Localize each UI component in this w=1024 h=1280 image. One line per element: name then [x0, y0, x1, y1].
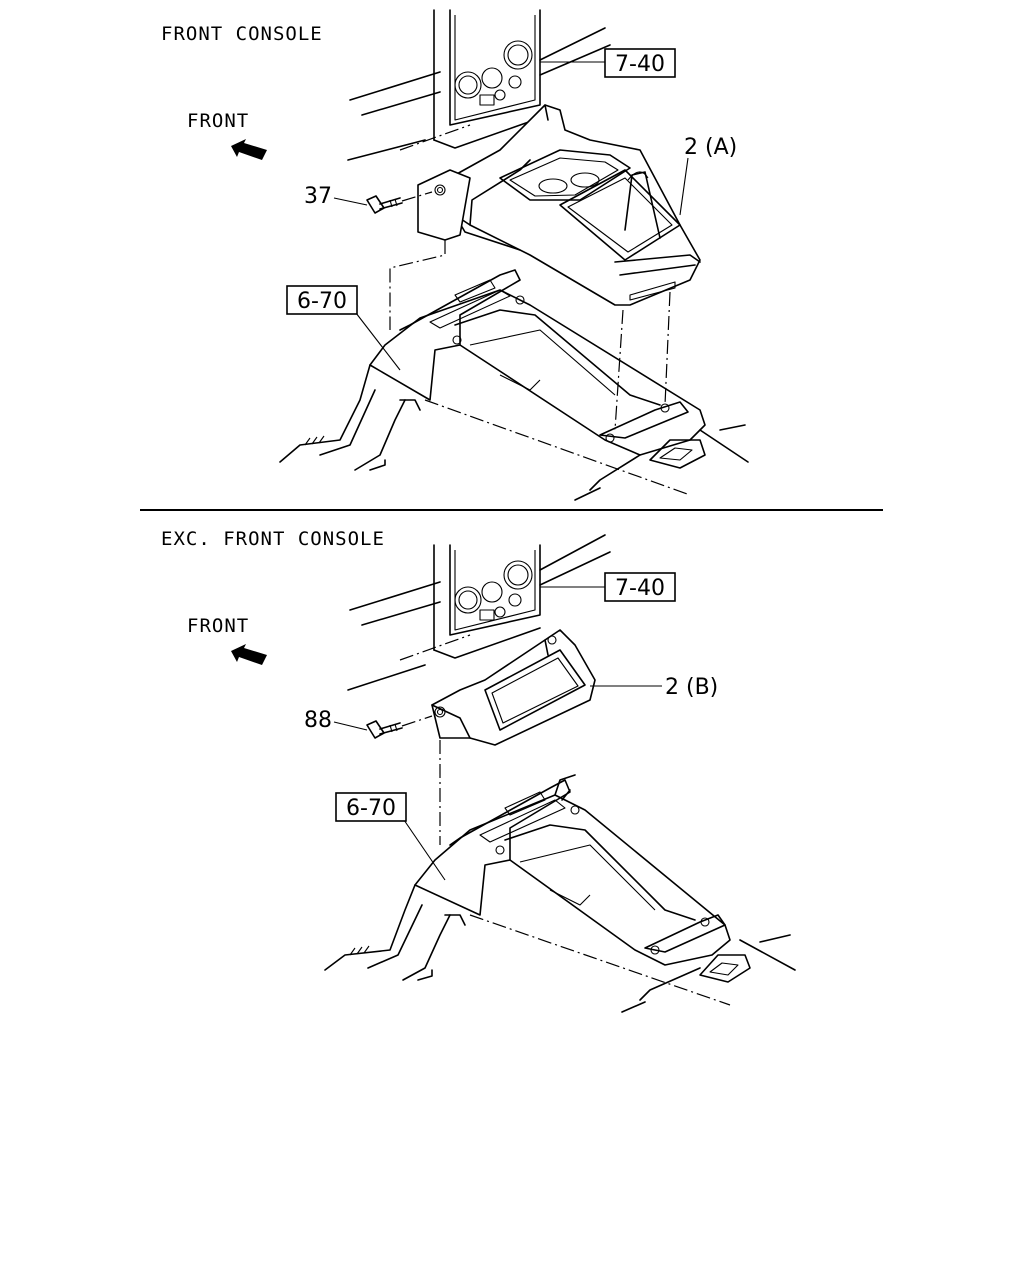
- ref-bottom-label: 6-70: [346, 796, 396, 821]
- bolt-icon: [366, 720, 403, 739]
- leader-line: [333, 197, 368, 206]
- bolt-icon: [366, 195, 403, 214]
- ref-top-label: 7-40: [615, 52, 665, 77]
- leader-line: [355, 312, 401, 371]
- ref-box-bottom: [286, 285, 358, 315]
- ref-top-label: 7-40: [615, 576, 665, 601]
- section-exc-front-console: EXC. FRONT CONSOLE FRONT 7-40: [161, 528, 796, 1013]
- dashboard-outline: [347, 9, 611, 161]
- front-console-part: [454, 104, 701, 306]
- ref-bottom-label: 6-70: [297, 289, 347, 314]
- bolt-axis-line: [401, 715, 433, 727]
- section-title: EXC. FRONT CONSOLE: [161, 528, 385, 550]
- front-label: FRONT: [187, 110, 249, 132]
- bolt-number: 37: [304, 184, 332, 209]
- trim-panel-part: [431, 629, 596, 746]
- section-title: FRONT CONSOLE: [161, 23, 323, 45]
- bolt-number: 88: [304, 708, 332, 733]
- floor-console-base: [324, 774, 796, 1013]
- bolt-axis-line: [401, 191, 433, 202]
- ref-box-bottom: [335, 792, 407, 822]
- front-label: FRONT: [187, 615, 249, 637]
- front-arrow-icon: [231, 139, 267, 160]
- front-arrow-icon: [231, 644, 267, 665]
- floor-console-base: [279, 269, 749, 501]
- part-label: 2 (A): [684, 135, 737, 160]
- section-front-console: FRONT CONSOLE FRONT 7-40: [161, 9, 749, 501]
- ref-box-top: [604, 572, 676, 602]
- part-label: 2 (B): [665, 675, 718, 700]
- ref-box-top: [604, 48, 676, 78]
- leader-line: [403, 819, 446, 881]
- leader-line: [679, 157, 689, 216]
- mount-bracket: [417, 169, 471, 241]
- leader-line: [333, 721, 368, 731]
- dashboard-outline: [347, 534, 611, 691]
